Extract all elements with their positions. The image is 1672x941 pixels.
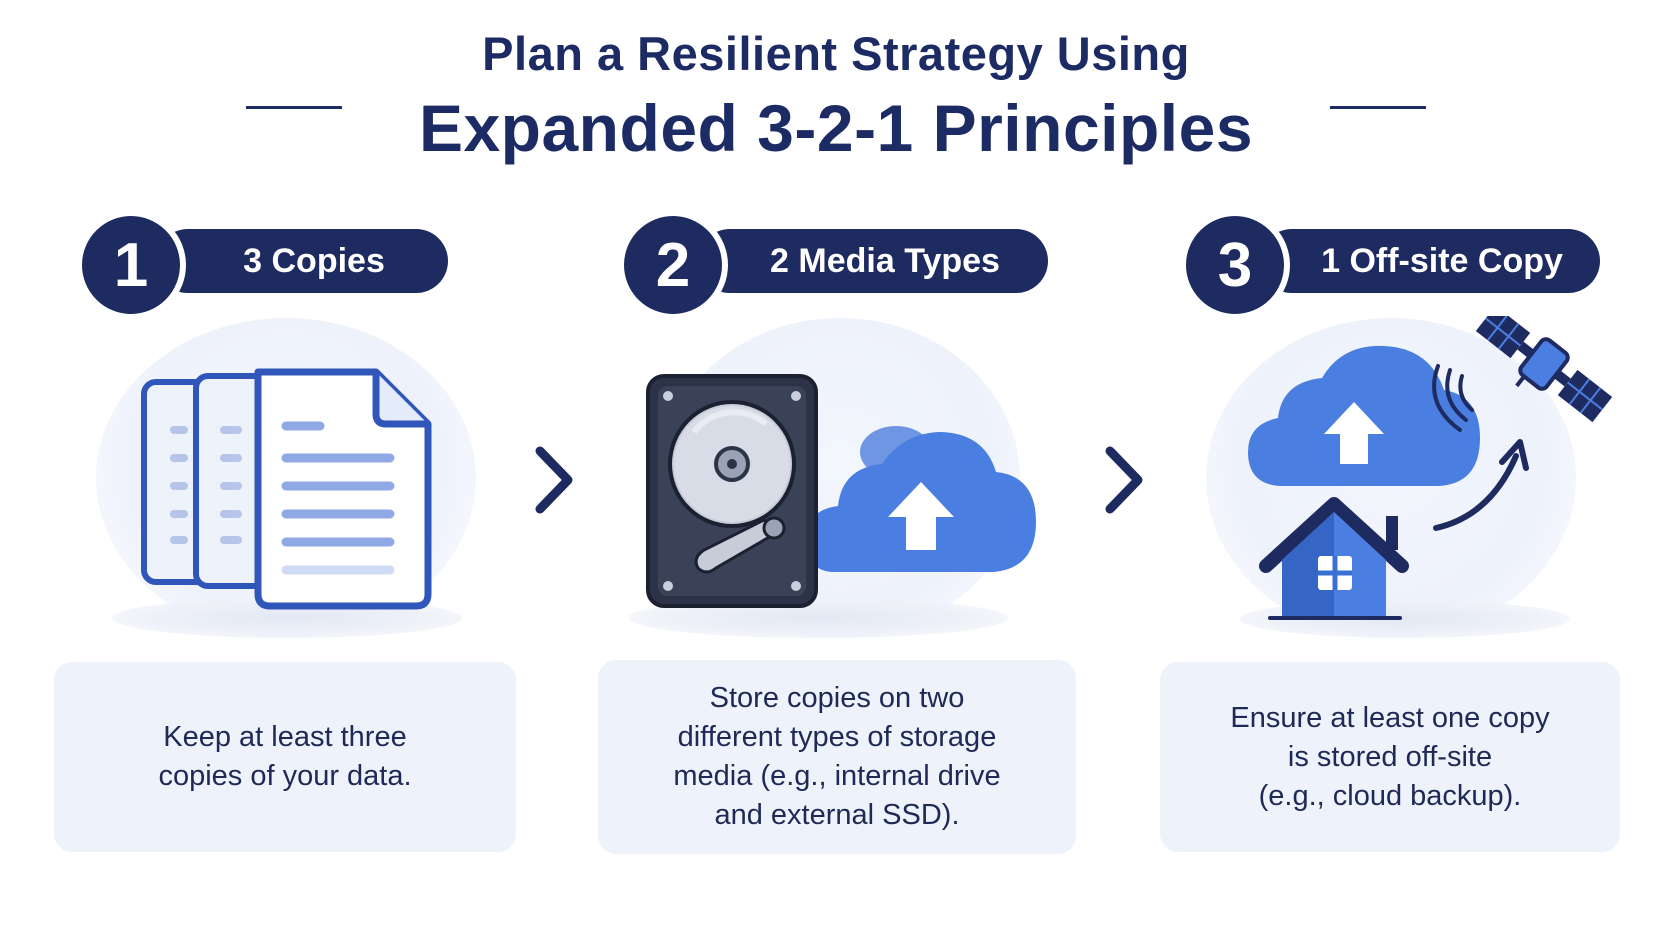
title-right-rule — [1330, 106, 1426, 109]
documents-stack-icon — [141, 368, 432, 610]
description-line: copies of your data. — [158, 760, 412, 792]
step-3-description: Ensure at least one copy is stored off-s… — [1230, 699, 1549, 816]
satellite-icon — [1475, 316, 1613, 423]
title-line-1: Plan a Resilient Strategy Using — [482, 27, 1190, 80]
chevron-right-icon — [535, 446, 573, 514]
page-title: Plan a Resilient Strategy Using Expanded… — [0, 22, 1672, 170]
description-line: and external SSD). — [714, 799, 960, 831]
step-1-number: 1 — [76, 210, 186, 320]
step-3-number: 3 — [1180, 210, 1290, 320]
step-2-label: 2 Media Types — [698, 229, 1048, 293]
description-line: is stored off-site — [1287, 740, 1493, 773]
hard-drive-and-cloud-icon — [646, 374, 1036, 608]
step-1-label: 3 Copies — [156, 229, 448, 293]
title-line-2: Expanded 3-2-1 Principles — [418, 91, 1254, 165]
step-2-card: Store copies on two different types of s… — [598, 660, 1076, 854]
step-1-card: Keep at least three copies of your data. — [54, 662, 516, 852]
house-cloud-satellite-icon — [1248, 316, 1613, 620]
description-line: Ensure at least one copy — [1230, 701, 1550, 734]
cloud-upload-icon-offsite — [1248, 345, 1480, 486]
step-1-description: Keep at least three copies of your data. — [158, 718, 411, 796]
chevron-right-icon-2 — [1105, 446, 1143, 514]
step-3-label: 1 Off-site Copy — [1260, 229, 1600, 293]
house-icon — [1259, 497, 1409, 620]
step-2-description: Store copies on two different types of s… — [673, 679, 1000, 835]
description-line: different types of storage — [677, 721, 997, 753]
signal-waves-icon — [1432, 364, 1474, 432]
step-1-header: 3 Copies 1 — [76, 210, 456, 320]
description-line: media (e.g., internal drive — [673, 760, 1001, 792]
cloud-upload-icon — [806, 426, 1036, 572]
title-left-rule — [246, 106, 342, 109]
description-line: Keep at least three — [163, 721, 407, 753]
description-line: Store copies on two — [709, 682, 965, 714]
step-2-header: 2 Media Types 2 — [618, 210, 1058, 320]
step-2-number: 2 — [618, 210, 728, 320]
step-3-card: Ensure at least one copy is stored off-s… — [1160, 662, 1620, 852]
description-line: (e.g., cloud backup). — [1258, 779, 1522, 812]
step-3-header: 1 Off-site Copy 3 — [1180, 210, 1610, 320]
